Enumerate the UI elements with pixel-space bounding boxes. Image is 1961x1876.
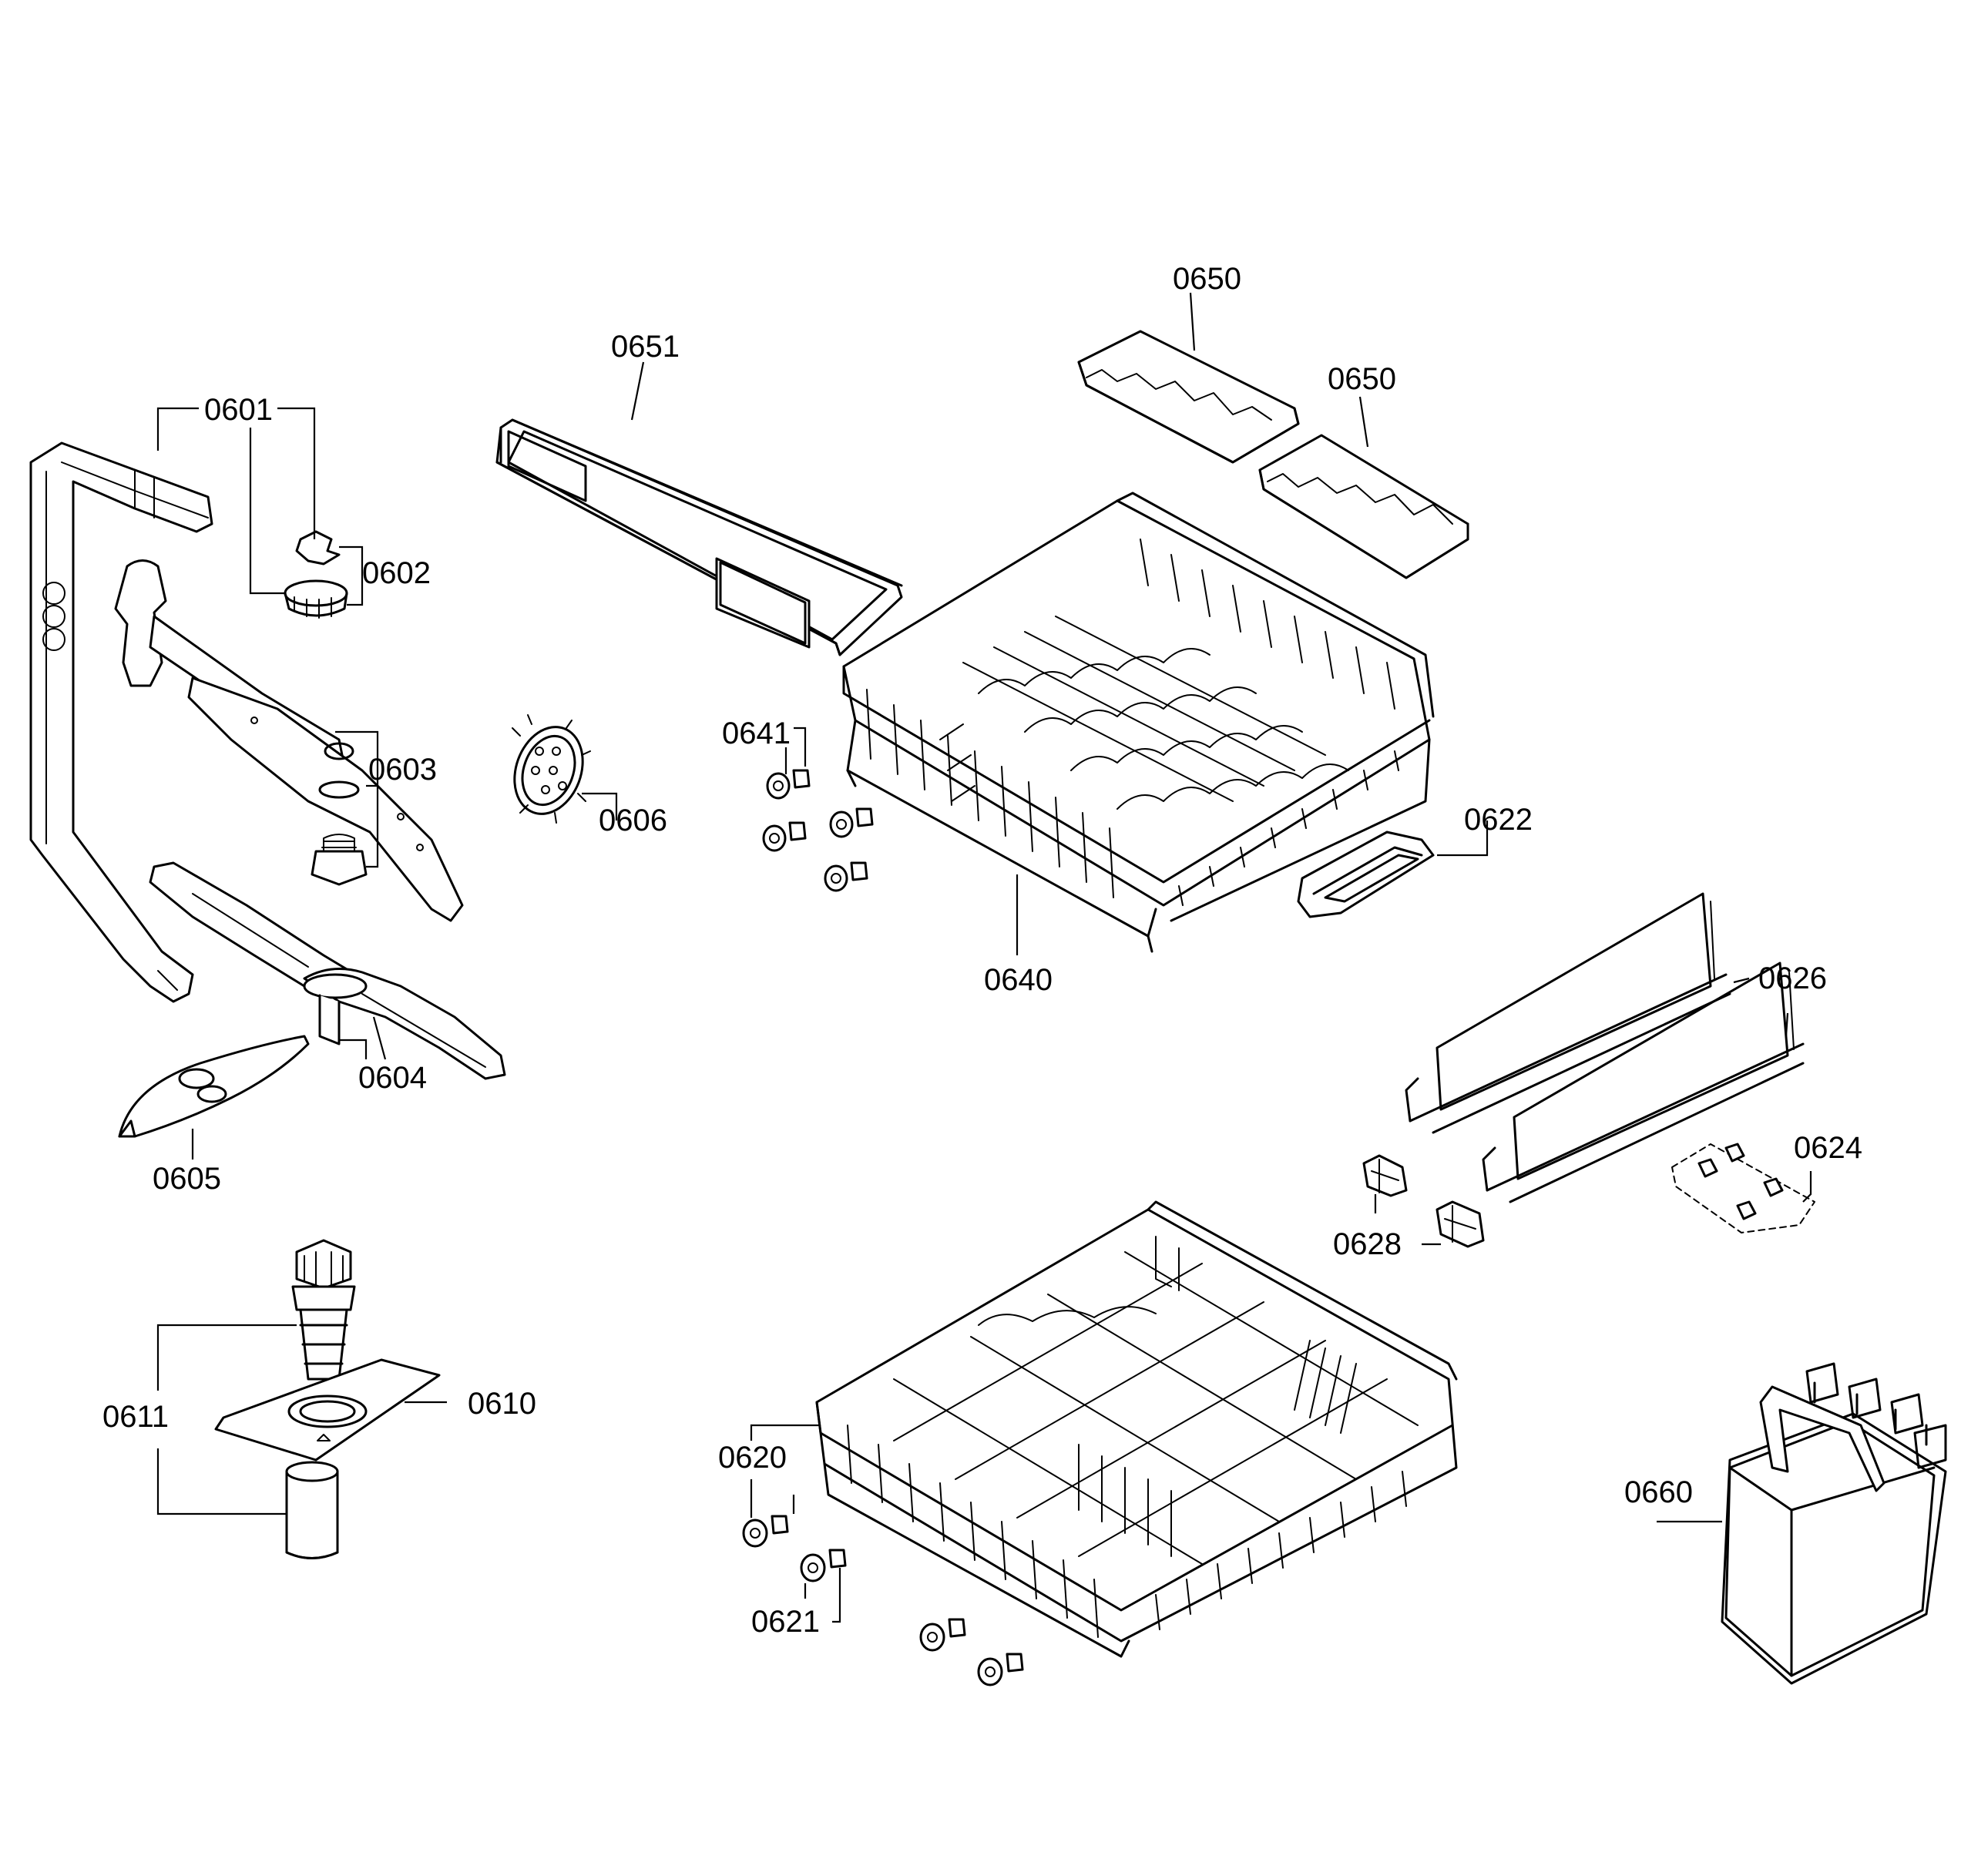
callout-0622: 0622 — [1464, 803, 1533, 837]
callout-0606: 0606 — [599, 804, 667, 837]
callout-0601: 0601 — [204, 393, 273, 427]
callout-0610: 0610 — [468, 1387, 536, 1421]
callout-0603: 0603 — [368, 753, 437, 787]
callout-0628: 0628 — [1333, 1227, 1402, 1261]
upper-rack — [842, 492, 1435, 953]
callout-labels: 0601 0602 0603 0604 0605 0606 0610 0611 … — [102, 262, 1862, 1639]
spray-nozzle-coupling — [284, 530, 348, 619]
filter-assembly — [214, 1239, 441, 1559]
gear-wheel — [512, 714, 591, 824]
callout-0605: 0605 — [153, 1162, 221, 1196]
lower-rack — [815, 1200, 1458, 1658]
callout-0640: 0640 — [984, 963, 1053, 997]
callout-0651: 0651 — [611, 330, 680, 364]
rack-handle — [1297, 831, 1435, 918]
callout-0626: 0626 — [1758, 961, 1827, 995]
cutlery-tray — [495, 418, 903, 656]
rack-clips — [1362, 1154, 1485, 1248]
callout-0650-bottom: 0650 — [1328, 362, 1396, 396]
callout-0602: 0602 — [362, 556, 431, 590]
filter-cover — [118, 1035, 310, 1138]
cup-shelf-b — [1258, 434, 1469, 579]
tine-racks — [1405, 892, 1805, 1203]
leader-lines — [156, 292, 1812, 1623]
lower-spray-arm — [149, 861, 506, 1080]
callout-0604: 0604 — [358, 1061, 427, 1095]
callout-0620: 0620 — [718, 1441, 787, 1475]
callout-0641: 0641 — [722, 717, 791, 750]
rack-wheels-upper — [762, 769, 874, 892]
callout-0621: 0621 — [751, 1605, 820, 1639]
cup-shelf-a — [1077, 330, 1300, 464]
rack-wheels-lower — [742, 1515, 1024, 1686]
cutlery-basket — [1721, 1362, 1947, 1685]
supply-pipe — [29, 441, 213, 1003]
callout-0660: 0660 — [1624, 1475, 1693, 1509]
callout-0624: 0624 — [1794, 1131, 1862, 1165]
callout-0650-top: 0650 — [1173, 262, 1241, 296]
upper-spray-arm — [114, 559, 464, 922]
small-clips — [1671, 1143, 1815, 1233]
callout-0611: 0611 — [102, 1400, 169, 1434]
